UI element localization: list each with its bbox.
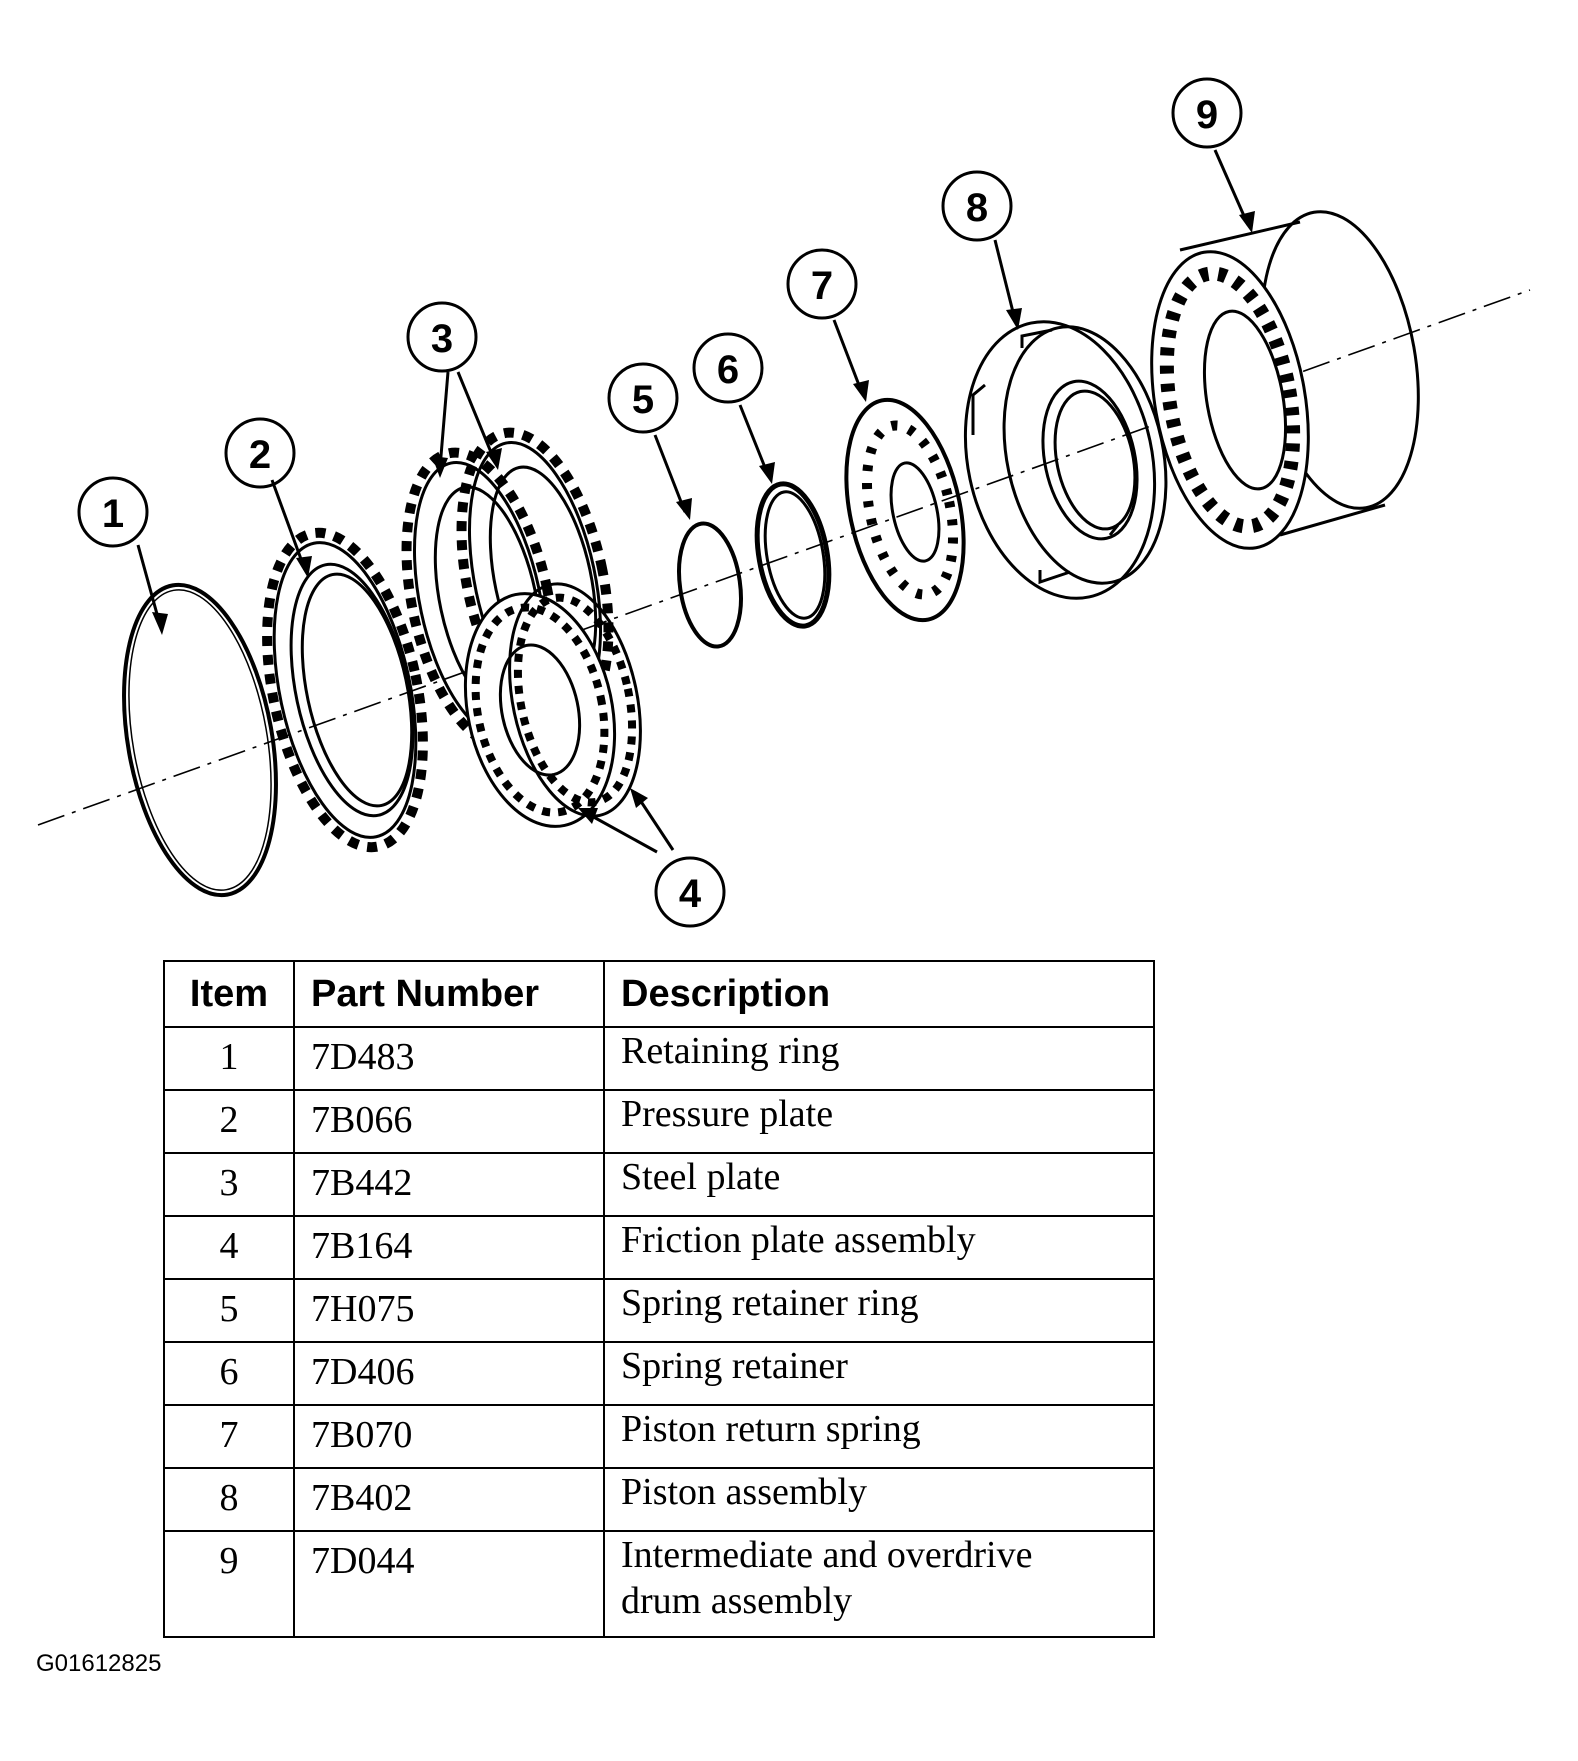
item-number: 1	[163, 1026, 295, 1091]
description: Piston assembly	[603, 1467, 1155, 1532]
description-line: Spring retainer ring	[621, 1282, 919, 1324]
table-row: 8 7B402 Piston assembly	[163, 1467, 1155, 1532]
item-number: 9	[163, 1530, 295, 1638]
description-line: Intermediate and overdrive	[621, 1534, 1033, 1576]
item-number: 2	[163, 1089, 295, 1154]
part-spring-retainer-ring	[677, 521, 743, 649]
exploded-view-diagram: 1 2 3 4 5 6 7 8 9	[37, 77, 1531, 928]
parts-table: Item Part Number Description 1 7D483 Ret…	[163, 960, 1155, 1638]
description-line: Piston return spring	[621, 1408, 921, 1450]
header-description: Description	[603, 960, 1155, 1028]
callout-7: 7	[811, 264, 833, 308]
part-number: 7D044	[293, 1530, 605, 1638]
description-line: Steel plate	[621, 1156, 781, 1198]
callout-8: 8	[966, 186, 988, 230]
table-row: 9 7D044 Intermediate and overdrive drum …	[163, 1530, 1155, 1638]
description-line: drum assembly	[621, 1580, 853, 1622]
part-number: 7B070	[293, 1404, 605, 1469]
item-number: 4	[163, 1215, 295, 1280]
part-friction-plates	[463, 582, 642, 828]
description-line: Piston assembly	[621, 1471, 867, 1513]
table-row: 2 7B066 Pressure plate	[163, 1089, 1155, 1154]
table-row: 3 7B442 Steel plate	[163, 1152, 1155, 1217]
part-number: 7B442	[293, 1152, 605, 1217]
part-number: 7B402	[293, 1467, 605, 1532]
part-number: 7B066	[293, 1089, 605, 1154]
table-row: 5 7H075 Spring retainer ring	[163, 1278, 1155, 1343]
description: Steel plate	[603, 1152, 1155, 1217]
description-line: Spring retainer	[621, 1345, 848, 1387]
part-piston-return-spring	[844, 397, 966, 623]
callout-2: 2	[249, 433, 271, 477]
part-number: 7D483	[293, 1026, 605, 1091]
part-spring-retainer	[754, 481, 832, 629]
center-axis	[37, 289, 1531, 826]
item-number: 6	[163, 1341, 295, 1406]
description: Friction plate assembly	[603, 1215, 1155, 1280]
description: Spring retainer ring	[603, 1278, 1155, 1343]
part-number: 7B164	[293, 1215, 605, 1280]
header-item: Item	[163, 960, 295, 1028]
description: Spring retainer	[603, 1341, 1155, 1406]
header-part-number: Part Number	[293, 960, 605, 1028]
description: Retaining ring	[603, 1026, 1155, 1091]
callout-4: 4	[679, 872, 702, 916]
callout-3: 3	[431, 317, 453, 361]
figure-id: G01612825	[36, 1650, 162, 1677]
description-line: Friction plate assembly	[621, 1219, 976, 1261]
item-number: 7	[163, 1404, 295, 1469]
table-row: 7 7B070 Piston return spring	[163, 1404, 1155, 1469]
part-number: 7H075	[293, 1278, 605, 1343]
part-drum-assembly	[1150, 210, 1420, 550]
description: Piston return spring	[603, 1404, 1155, 1469]
callout-5: 5	[632, 378, 654, 422]
description: Intermediate and overdrive drum assembly	[603, 1530, 1155, 1638]
description: Pressure plate	[603, 1089, 1155, 1154]
part-piston-assembly	[963, 320, 1168, 600]
part-pressure-plate	[262, 527, 428, 853]
table-row: 1 7D483 Retaining ring	[163, 1026, 1155, 1091]
part-retaining-ring	[122, 582, 278, 898]
table-header-row: Item Part Number Description	[163, 960, 1155, 1028]
item-number: 5	[163, 1278, 295, 1343]
callout-6: 6	[717, 348, 739, 392]
item-number: 3	[163, 1152, 295, 1217]
part-number: 7D406	[293, 1341, 605, 1406]
table-row: 4 7B164 Friction plate assembly	[163, 1215, 1155, 1280]
table-row: 6 7D406 Spring retainer	[163, 1341, 1155, 1406]
callout-9: 9	[1196, 93, 1218, 137]
callout-1: 1	[102, 492, 124, 536]
item-number: 8	[163, 1467, 295, 1532]
description-line: Retaining ring	[621, 1030, 840, 1072]
description-line: Pressure plate	[621, 1093, 834, 1135]
